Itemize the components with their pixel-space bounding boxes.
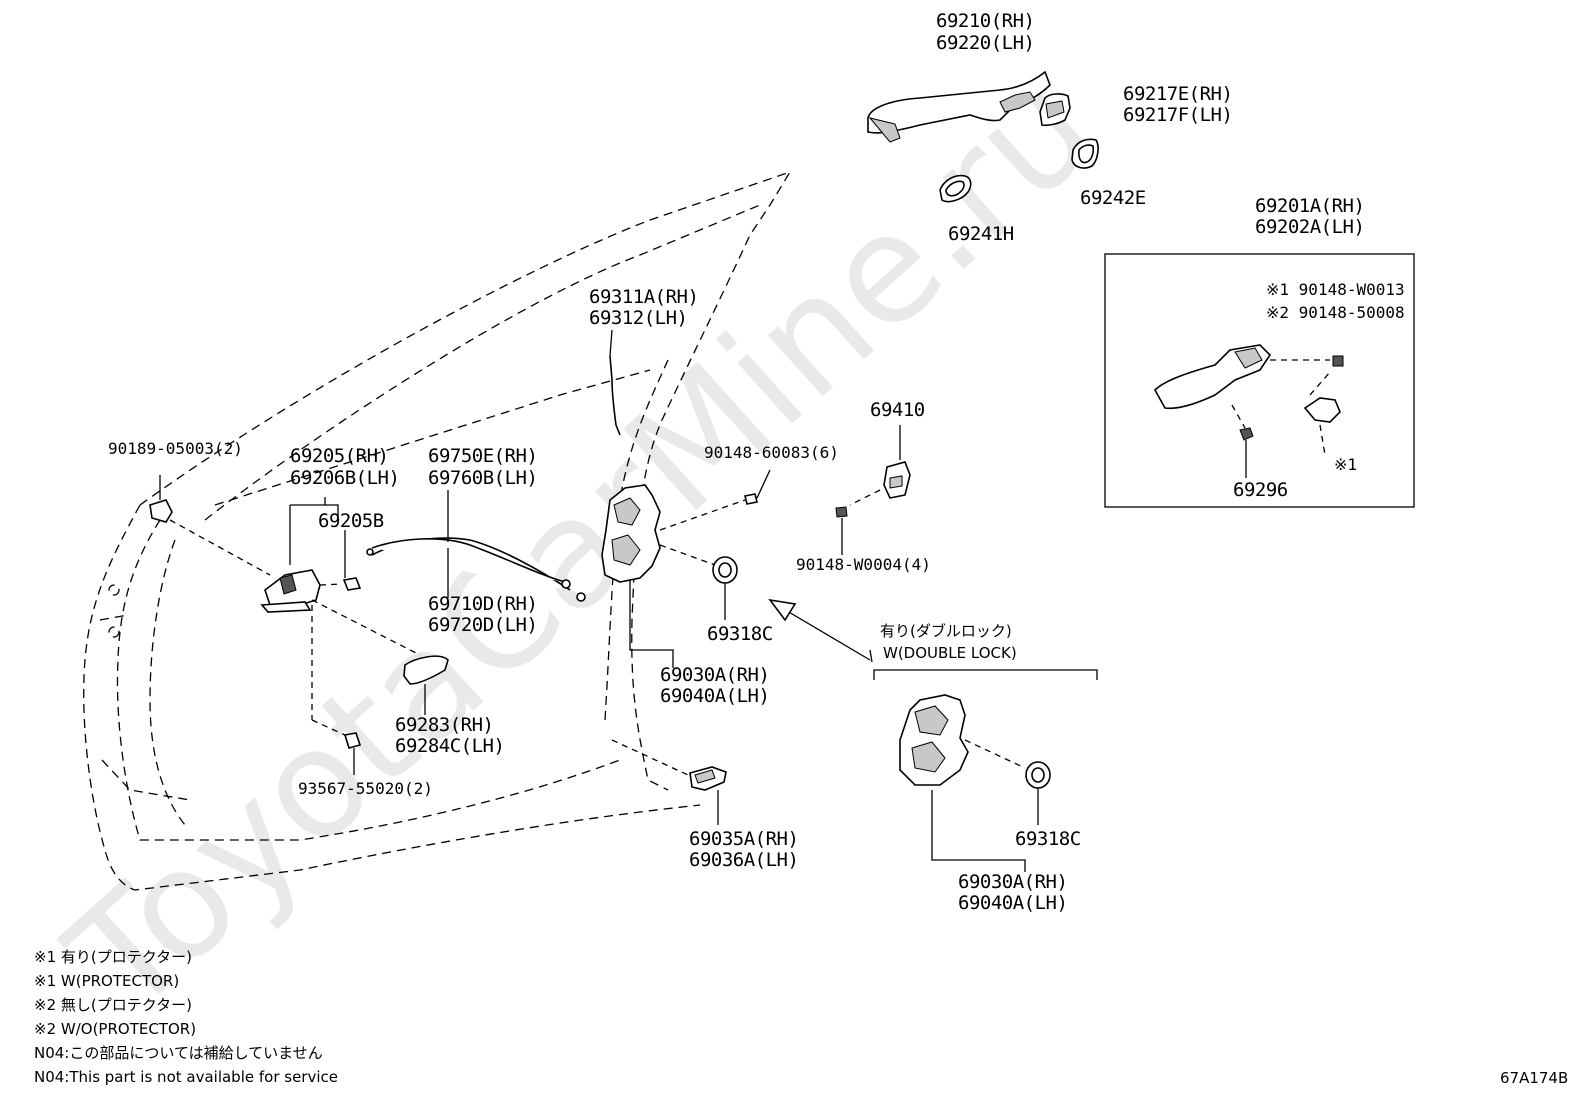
label-69040A-upper: 69040A(LH) — [660, 685, 769, 707]
label-69312: 69312(LH) — [589, 307, 687, 329]
label-69210: 69210(RH) — [936, 10, 1034, 32]
note-3: ※2 無し(プロテクター) — [34, 996, 192, 1014]
door-lock-assy — [601, 484, 746, 668]
label-69284C: 69284C(LH) — [395, 735, 504, 757]
label-69030A-upper: 69030A(RH) — [660, 664, 769, 686]
label-double-lock-en: W(DOUBLE LOCK) — [883, 644, 1017, 662]
label-90148-W0013: ※1 90148-W0013 — [1266, 280, 1405, 299]
part-labels: 69210(RH) 69220(LH) 69217E(RH) 69217F(LH… — [108, 10, 1405, 914]
label-69296: 69296 — [1233, 479, 1288, 501]
label-90148-50008: ※2 90148-50008 — [1266, 303, 1405, 322]
label-90148-60083: 90148-60083(6) — [704, 443, 839, 462]
handle-cap — [1039, 93, 1071, 127]
note-2: ※1 W(PROTECTOR) — [34, 972, 179, 990]
label-90148-W0004: 90148-W0004(4) — [796, 555, 931, 574]
label-mark1: ※1 — [1334, 455, 1357, 474]
label-69241H: 69241H — [948, 223, 1014, 245]
lock-rod — [609, 329, 621, 436]
note-1: ※1 有り(プロテクター) — [34, 948, 192, 966]
label-69030A-lower: 69030A(RH) — [958, 871, 1067, 893]
handle-bezel — [403, 655, 449, 715]
note-5: N04:この部品については補給していません — [34, 1044, 323, 1062]
screw-93567 — [343, 732, 362, 775]
bolt-90148-60083 — [744, 469, 771, 505]
label-69201A: 69201A(RH) — [1255, 195, 1364, 217]
outside-handle — [867, 70, 1051, 143]
note-4: ※2 W/O(PROTECTOR) — [34, 1020, 196, 1038]
label-69220: 69220(LH) — [936, 32, 1034, 54]
label-69410: 69410 — [870, 399, 925, 421]
label-69311A: 69311A(RH) — [589, 286, 698, 308]
note-6: N04:This part is not available for servi… — [34, 1068, 338, 1086]
cable-assy — [366, 490, 586, 602]
label-69202A: 69202A(LH) — [1255, 216, 1364, 238]
handle-pad-rear — [1071, 138, 1099, 169]
label-69035A: 69035A(RH) — [689, 828, 798, 850]
label-69040A-lower: 69040A(LH) — [958, 892, 1067, 914]
inside-handle — [260, 497, 421, 736]
label-69205: 69205(RH) — [290, 445, 388, 467]
label-69318C-upper: 69318C — [707, 623, 773, 645]
label-69750E: 69750E(RH) — [428, 445, 537, 467]
label-69710D: 69710D(RH) — [428, 593, 537, 615]
label-69760B: 69760B(LH) — [428, 467, 537, 489]
handle-pad-front — [939, 174, 972, 203]
label-90189-05003: 90189-05003(2) — [108, 439, 243, 458]
label-69217E: 69217E(RH) — [1123, 83, 1232, 105]
label-69205B: 69205B — [318, 510, 384, 532]
footnotes: ※1 有り(プロテクター) ※1 W(PROTECTOR) ※2 無し(プロテク… — [34, 948, 338, 1086]
door-outline — [83, 170, 792, 891]
double-lock-arrow — [768, 598, 873, 663]
label-69206B: 69206B(LH) — [290, 467, 399, 489]
screw-69205B — [319, 530, 362, 591]
clip-90189-05003 — [149, 475, 271, 576]
bolt-90148-W0004 — [835, 506, 848, 555]
diagram-code: 67A174B — [1500, 1069, 1568, 1087]
label-69036A: 69036A(LH) — [689, 849, 798, 871]
frame-assy-box — [1104, 253, 1415, 508]
label-69217F: 69217F(LH) — [1123, 104, 1232, 126]
lock-cover — [611, 739, 727, 825]
label-double-lock-jp: 有り(ダブルロック) — [880, 622, 1012, 640]
double-lock-assy — [873, 669, 1098, 872]
label-69283: 69283(RH) — [395, 714, 493, 736]
label-69720D: 69720D(LH) — [428, 614, 537, 636]
striker-69410 — [849, 425, 911, 506]
seal-upper — [712, 556, 738, 620]
label-93567-55020: 93567-55020(2) — [298, 779, 433, 798]
label-69242E: 69242E — [1080, 187, 1146, 209]
label-69318C-lower: 69318C — [1015, 828, 1081, 850]
